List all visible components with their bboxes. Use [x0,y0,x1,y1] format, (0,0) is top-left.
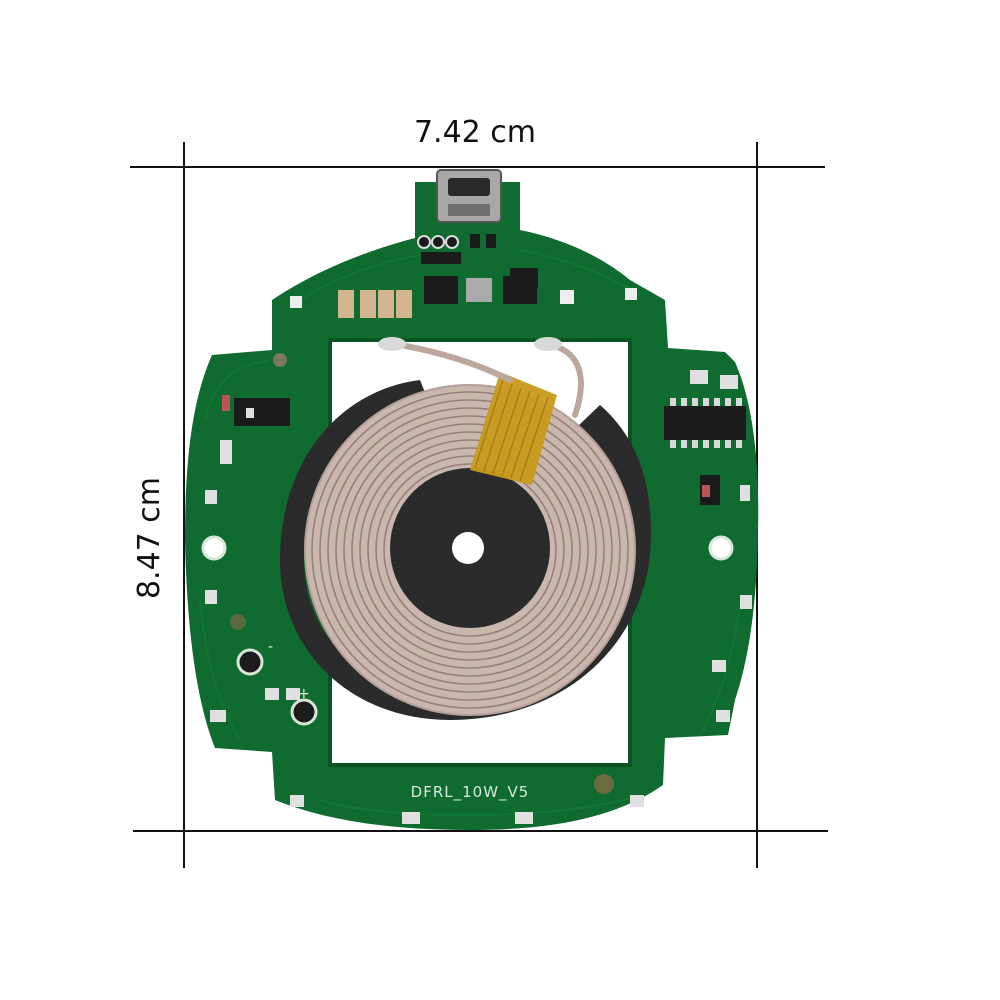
components-right [290,370,752,824]
mounting-hole-left [201,535,227,561]
wireless-charging-coil [304,384,636,716]
height-dimension-label: 8.47 cm [132,476,167,600]
solder-joints [378,337,562,351]
test-pad [230,614,246,630]
components-left [205,395,300,722]
pcb-traces [199,249,741,817]
solder-pad [236,648,264,676]
polarity-markings: - + [268,639,310,702]
svg-text:+: + [298,686,310,702]
usb-connector [436,169,502,223]
kapton-tape [470,372,557,485]
solder-pad [290,698,318,726]
components-top [290,234,637,318]
svg-text:-: - [268,639,273,655]
silkscreen-label: DFRL_10W_V5 [410,783,530,801]
mounting-hole-right [708,535,734,561]
test-pad [273,353,287,367]
width-dimension-label: 7.42 cm [413,115,537,150]
test-pad [594,774,614,794]
